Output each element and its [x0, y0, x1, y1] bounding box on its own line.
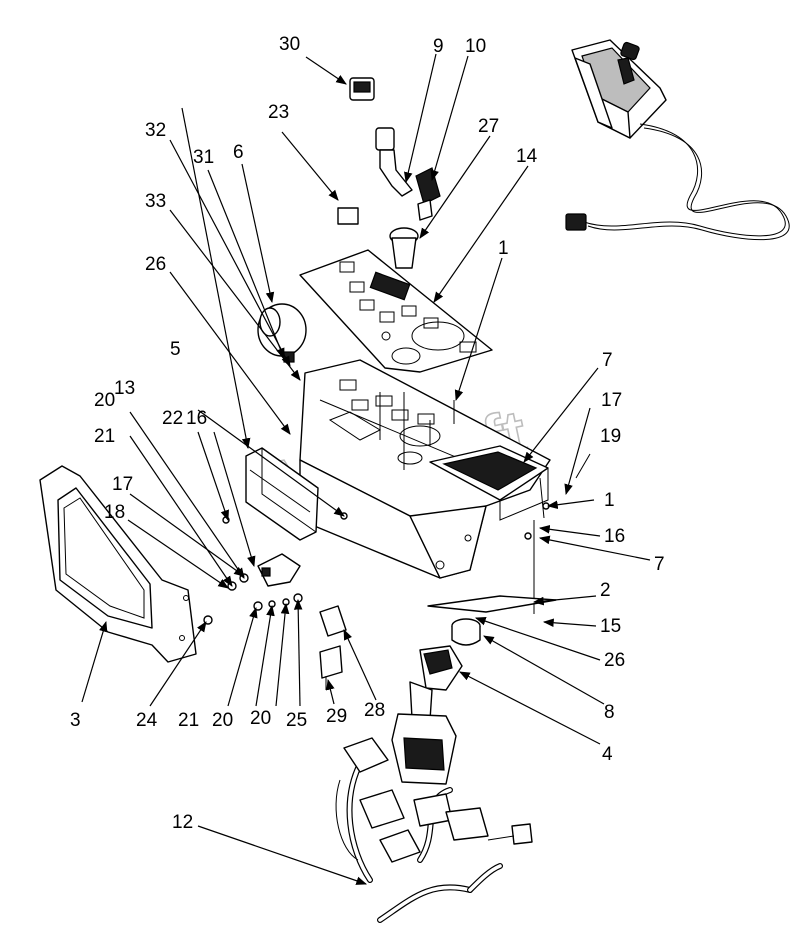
console-body-frame — [299, 359, 551, 579]
callout-1a: 1 — [498, 238, 509, 259]
callout-labels: 30 9 10 23 32 27 31 6 14 33 1 26 5 7 20 … — [70, 34, 665, 833]
callout-29: 29 — [326, 706, 347, 727]
horn-part-6 — [257, 303, 307, 357]
callout-25: 25 — [286, 710, 307, 731]
callout-3: 3 — [70, 710, 81, 731]
callout-13: 13 — [114, 378, 135, 399]
callout-31: 31 — [193, 147, 214, 168]
callout-12: 12 — [172, 812, 193, 833]
assembled-console-thumbnail — [565, 39, 790, 241]
joystick-part-4 — [391, 645, 463, 785]
rotary-switch-part-10 — [415, 167, 441, 221]
callout-20b: 20 — [212, 710, 233, 731]
emergency-button-part-27 — [389, 227, 419, 269]
leader-lines — [81, 53, 651, 885]
callout-27: 27 — [478, 116, 499, 137]
callout-24: 24 — [136, 710, 158, 731]
callout-20a: 20 — [94, 390, 115, 411]
wiring-harness-part-12 — [335, 737, 533, 923]
display-module-part-5 — [245, 447, 319, 541]
callout-15: 15 — [600, 616, 621, 637]
callout-7b: 7 — [654, 554, 665, 575]
callout-20c: 20 — [250, 708, 271, 729]
callout-32: 32 — [145, 120, 166, 141]
callout-9: 9 — [433, 36, 444, 57]
side-bezel-part-3 — [39, 465, 197, 663]
callout-18: 18 — [104, 502, 125, 523]
callout-33: 33 — [145, 191, 166, 212]
switch-panel-faceplate-part-14 — [299, 249, 493, 373]
callout-19: 19 — [600, 426, 621, 447]
connector-part-9 — [375, 127, 413, 197]
callout-22: 22 — [162, 408, 183, 429]
callout-4: 4 — [602, 744, 613, 765]
bracket-part-28 — [319, 605, 347, 637]
callout-14: 14 — [516, 146, 538, 167]
clamp-part-29 — [319, 645, 343, 690]
callout-17a: 17 — [601, 390, 622, 411]
callout-7a: 7 — [602, 350, 613, 371]
switch-part-23 — [337, 207, 359, 225]
callout-17b: 17 — [112, 474, 133, 495]
mounting-plate-part-2 — [427, 595, 557, 613]
callout-8: 8 — [604, 702, 615, 723]
console-body-top-openings — [339, 379, 441, 465]
rocker-switch-part-30 — [349, 77, 375, 101]
callout-16a: 16 — [186, 408, 207, 429]
boot-ring-part-8 — [451, 618, 481, 646]
callout-2: 2 — [600, 580, 611, 601]
callout-23: 23 — [268, 102, 289, 123]
callout-30: 30 — [279, 34, 300, 55]
relay-part-13 — [257, 553, 301, 587]
callout-1b: 1 — [604, 490, 615, 511]
callout-6: 6 — [233, 142, 244, 163]
callout-16b: 16 — [604, 526, 625, 547]
callout-28: 28 — [364, 700, 385, 721]
callout-21b: 21 — [178, 710, 199, 731]
callout-26a: 26 — [145, 254, 166, 275]
callout-10: 10 — [465, 36, 486, 57]
armrest-grille-part-7 — [429, 445, 549, 521]
callout-5: 5 — [170, 339, 181, 360]
callout-21a: 21 — [94, 426, 115, 447]
callout-26b: 26 — [604, 650, 625, 671]
